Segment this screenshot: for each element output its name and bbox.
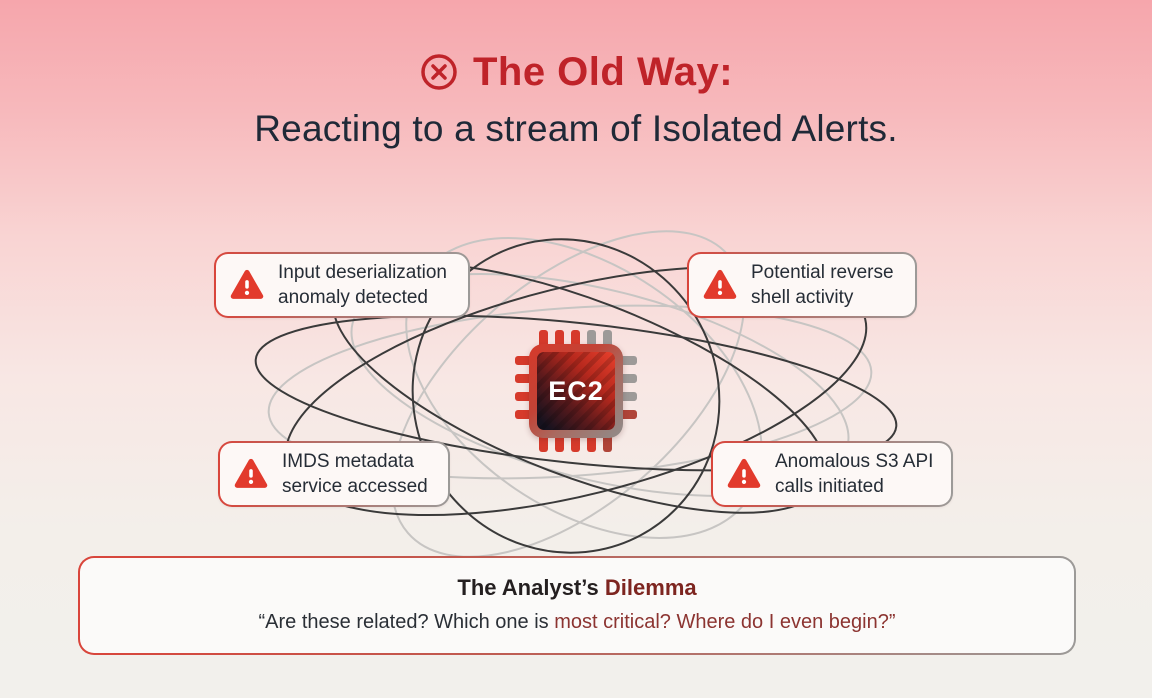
dilemma-quote: “Are these related? Which one is most cr…: [80, 611, 1074, 634]
chip-pin: [539, 434, 548, 452]
alert-line: shell activity: [751, 287, 854, 308]
warning-triangle-icon: [230, 269, 264, 299]
chip-pin: [619, 410, 637, 419]
alert-text: Input deserialization anomaly detected: [278, 260, 447, 310]
chip-pin: [555, 330, 564, 348]
alert-line: calls initiated: [775, 476, 884, 497]
alert-box-imds-metadata: IMDS metadata service accessed: [218, 441, 450, 507]
alert-text: Anomalous S3 API calls initiated: [775, 449, 933, 499]
chip-pin: [619, 374, 637, 383]
chip-pin: [619, 356, 637, 365]
header: The Old Way: Reacting to a stream of Iso…: [0, 0, 1152, 150]
chip-pin: [571, 330, 580, 348]
chip-pin: [539, 330, 548, 348]
dilemma-title-highlight: Dilemma: [604, 575, 697, 600]
alert-text: Potential reverse shell activity: [751, 260, 894, 310]
chip-pin: [515, 356, 533, 365]
chip-label: EC2: [548, 375, 604, 406]
alert-text: IMDS metadata service accessed: [282, 449, 428, 499]
dilemma-quote-prefix: “Are these related? Which one is: [258, 611, 555, 633]
alert-line: Potential reverse: [751, 261, 894, 283]
alert-line: Input deserialization: [278, 261, 447, 283]
alert-line: anomaly detected: [278, 287, 428, 308]
page-subtitle: Reacting to a stream of Isolated Alerts.: [254, 108, 898, 149]
dilemma-title: The Analyst’s Dilemma: [80, 575, 1074, 601]
dilemma-quote-highlight: most critical? Where do I even begin?”: [554, 611, 896, 633]
analyst-dilemma-panel: The Analyst’s Dilemma “Are these related…: [78, 556, 1076, 655]
chip-die: EC2: [537, 352, 615, 430]
page-title: The Old Way:: [0, 48, 1152, 96]
warning-triangle-icon: [234, 458, 268, 488]
dilemma-title-prefix: The Analyst’s: [457, 575, 605, 600]
chip-pin: [603, 434, 612, 452]
alert-box-input-deserialization: Input deserialization anomaly detected: [214, 252, 470, 318]
chip-pin: [515, 410, 533, 419]
page-title-text: The Old Way:: [472, 49, 734, 94]
chip-pin: [571, 434, 580, 452]
alert-line: IMDS metadata: [282, 450, 414, 472]
error-circle-icon: [421, 54, 457, 90]
alert-line: service accessed: [282, 476, 428, 497]
chip-frame: EC2: [529, 344, 623, 438]
warning-triangle-icon: [703, 269, 737, 299]
alert-box-s3-api: Anomalous S3 API calls initiated: [711, 441, 953, 507]
chip-pin: [555, 434, 564, 452]
warning-triangle-icon: [727, 458, 761, 488]
alert-box-reverse-shell: Potential reverse shell activity: [687, 252, 917, 318]
ec2-chip-icon: EC2: [511, 326, 641, 456]
alert-line: Anomalous S3 API: [775, 450, 934, 472]
chip-pin: [515, 392, 533, 401]
chip-pin: [603, 330, 612, 348]
chip-pin: [619, 392, 637, 401]
chip-pin: [515, 374, 533, 383]
chip-pin: [587, 330, 596, 348]
chip-pin: [587, 434, 596, 452]
